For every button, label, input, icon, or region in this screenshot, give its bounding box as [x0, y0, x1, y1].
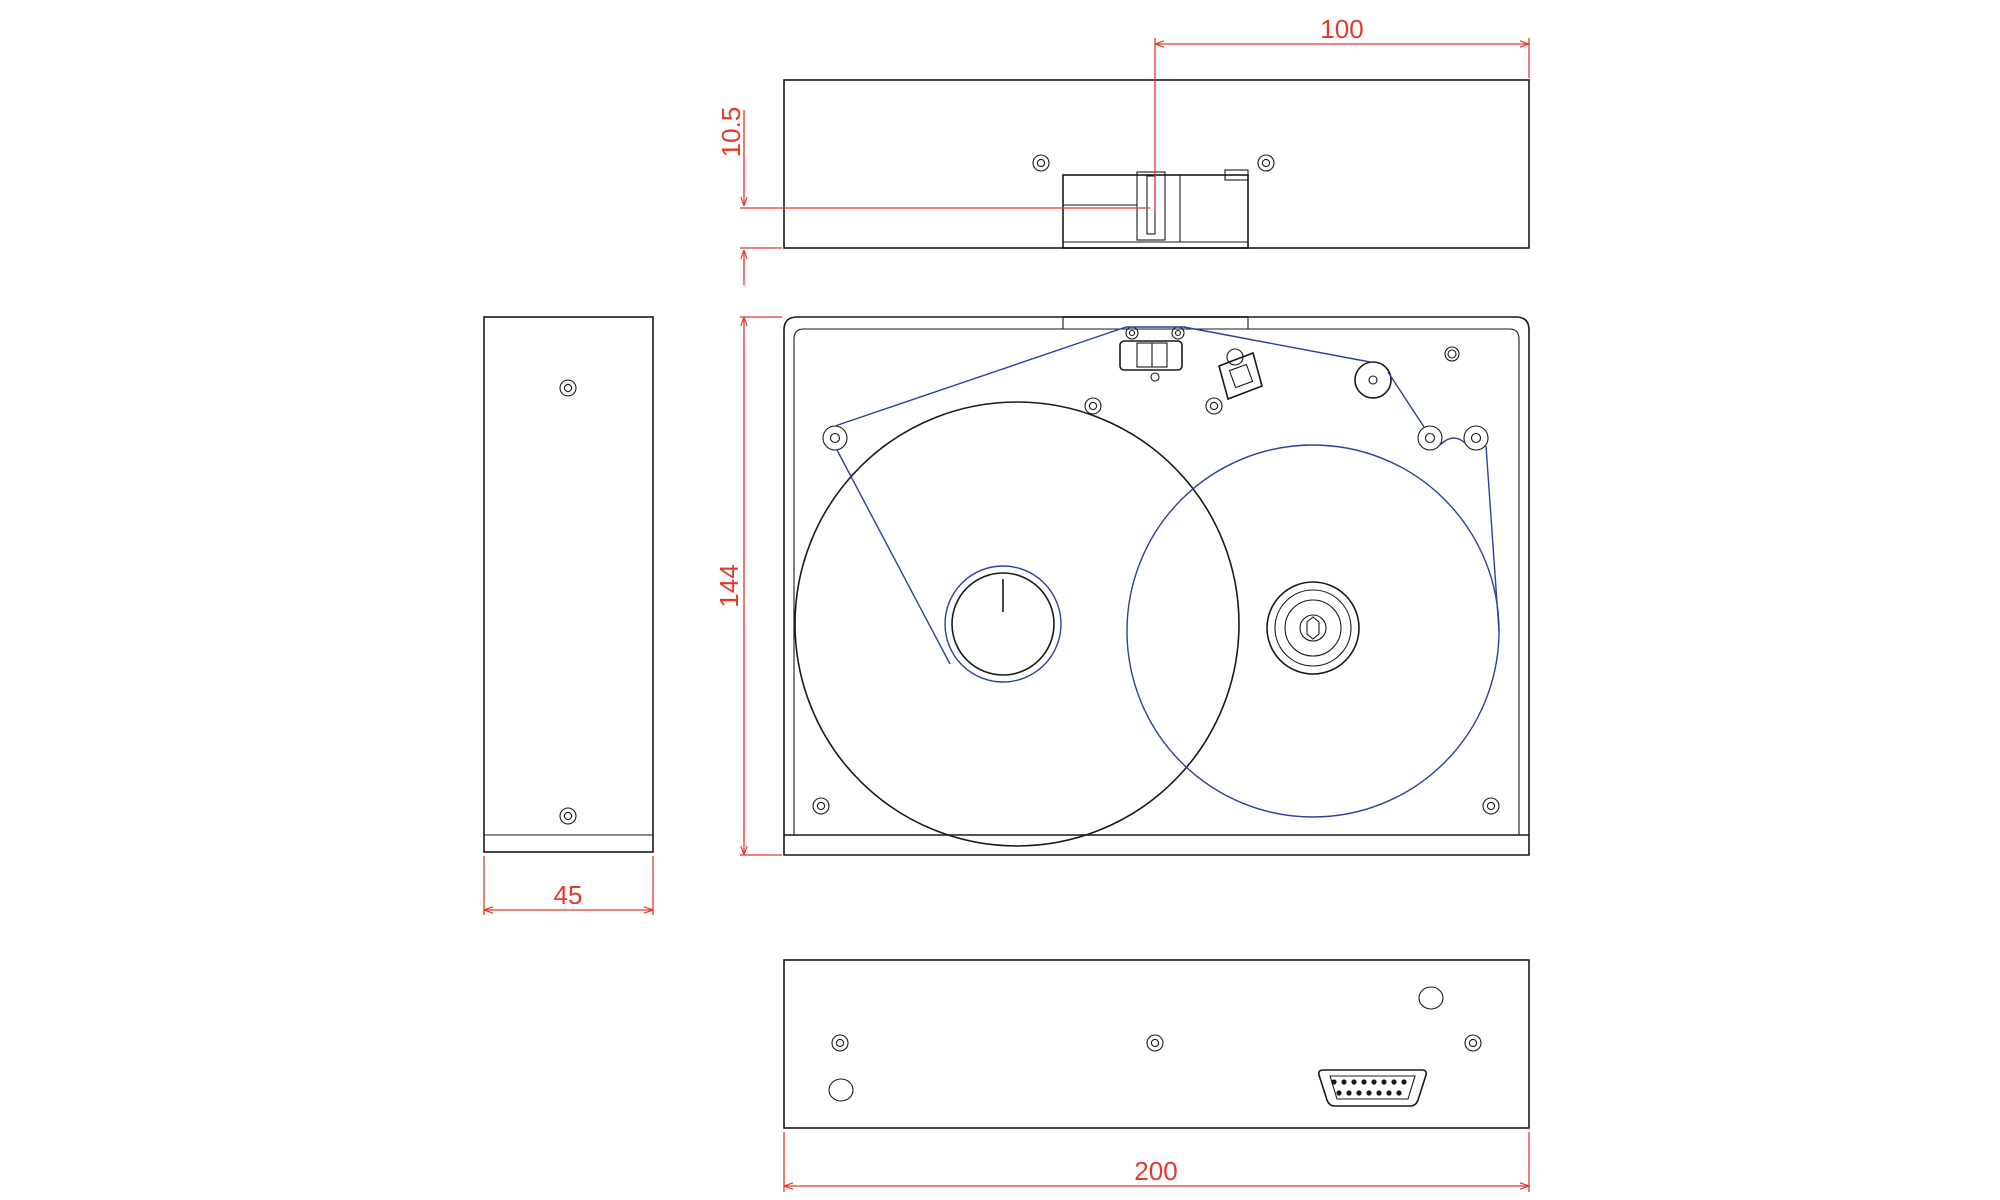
tape-path [834, 326, 1500, 665]
front-screw-2 [1205, 397, 1223, 415]
dimension-bottom-width: 200 [783, 1132, 1530, 1192]
bottom-hole-left [828, 1078, 854, 1102]
tension-arm-roller [1354, 361, 1392, 399]
bottom-screw-right [1464, 1034, 1482, 1052]
supply-reel-hub [951, 572, 1055, 676]
side-screw-top [559, 379, 577, 397]
top-view [783, 79, 1530, 249]
front-view [783, 316, 1530, 856]
takeup-reel-hub [1266, 581, 1360, 675]
side-screw-bottom [559, 807, 577, 825]
front-screw-bottom-left [812, 797, 830, 815]
bottom-view [783, 959, 1530, 1129]
bottom-view-body [783, 959, 1530, 1129]
bottom-screw-center [1146, 1034, 1164, 1052]
pinch-block [1218, 348, 1263, 401]
dimension-top-height: 10.5 [716, 107, 1150, 285]
dim-label-200: 200 [1134, 1156, 1177, 1186]
takeup-reel [1126, 444, 1500, 818]
guide-roller-right-1 [1417, 425, 1443, 451]
front-screw-1 [1084, 397, 1102, 415]
dim-label-100: 100 [1320, 14, 1363, 44]
tape-head-assembly [1119, 326, 1185, 382]
dimension-front-height: 144 [714, 316, 782, 856]
front-view-body [783, 316, 1530, 856]
guide-roller-right-2 [1463, 425, 1489, 451]
front-view-inner-frame [793, 328, 1520, 836]
takeup-spindle-icon [1306, 616, 1320, 640]
dim-label-144: 144 [714, 564, 744, 607]
dim-label-10-5: 10.5 [716, 107, 746, 158]
supply-reel [794, 401, 1240, 847]
front-hole-top-right [1444, 346, 1460, 362]
dim-label-45: 45 [554, 880, 583, 910]
side-view [483, 316, 654, 853]
supply-reel-tape-pack [944, 565, 1062, 683]
dimension-top-offset: 100 [1154, 14, 1530, 212]
top-view-body [783, 79, 1530, 249]
db15-connector-icon [1318, 1069, 1427, 1107]
top-screw-right [1257, 154, 1275, 172]
bottom-hole-right [1418, 986, 1444, 1010]
guide-roller-left [822, 425, 848, 451]
top-screw-left [1032, 154, 1050, 172]
takeup-reel-tape-pack [1126, 444, 1500, 818]
front-screw-bottom-right [1482, 797, 1500, 815]
dimension-side-width: 45 [483, 856, 654, 915]
bottom-screw-left [831, 1034, 849, 1052]
side-view-body [483, 316, 654, 853]
